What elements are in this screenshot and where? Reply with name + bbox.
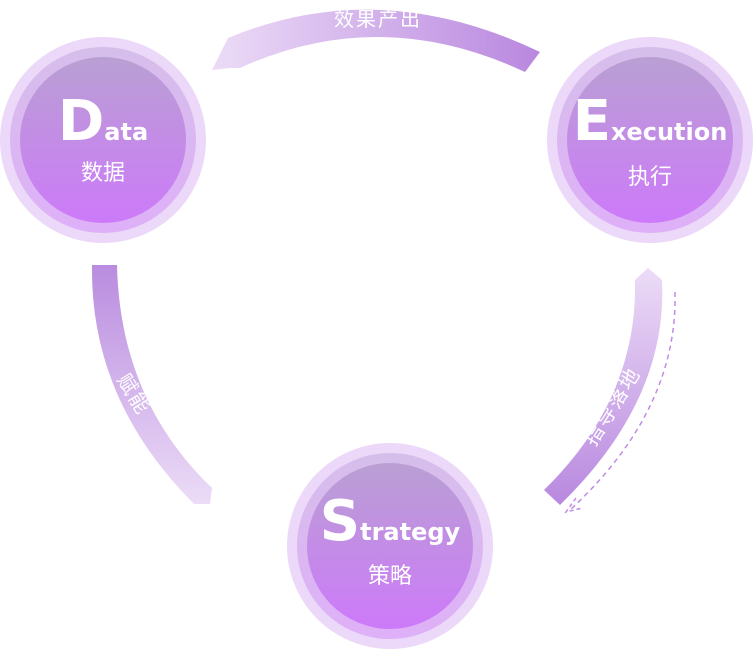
node-strategy: Strategy 策略 xyxy=(287,443,493,649)
arrow-right: 指导落地 xyxy=(544,268,676,514)
node-data-cn: 数据 xyxy=(81,161,125,186)
node-data-title: Data xyxy=(58,89,148,154)
node-execution: Execution 执行 xyxy=(547,37,753,243)
arrow-left: 赋能 xyxy=(91,265,212,504)
node-execution-letter: E xyxy=(573,89,611,154)
node-execution-core xyxy=(567,57,733,223)
node-strategy-cn: 策略 xyxy=(368,564,412,589)
node-data-core xyxy=(20,57,186,223)
node-execution-word: xecution xyxy=(611,118,727,146)
node-data-word: ata xyxy=(104,118,148,146)
node-data-letter: D xyxy=(58,89,104,154)
arrow-top-label: 效果产出 xyxy=(334,7,422,31)
arrow-left-band xyxy=(91,265,212,504)
node-data: Data 数据 xyxy=(0,37,206,243)
node-strategy-word: trategy xyxy=(360,518,460,546)
arrow-top: 效果产出 xyxy=(212,7,540,72)
node-strategy-title: Strategy xyxy=(320,489,461,554)
arrow-right-band xyxy=(544,268,663,505)
arrow-right-dashed-line xyxy=(569,291,676,511)
node-execution-cn: 执行 xyxy=(628,165,672,190)
node-strategy-core xyxy=(307,463,473,629)
arrow-right-dashed-head xyxy=(564,497,583,514)
node-execution-title: Execution xyxy=(573,89,728,154)
arrow-top-band xyxy=(212,9,540,72)
node-strategy-letter: S xyxy=(320,489,360,554)
